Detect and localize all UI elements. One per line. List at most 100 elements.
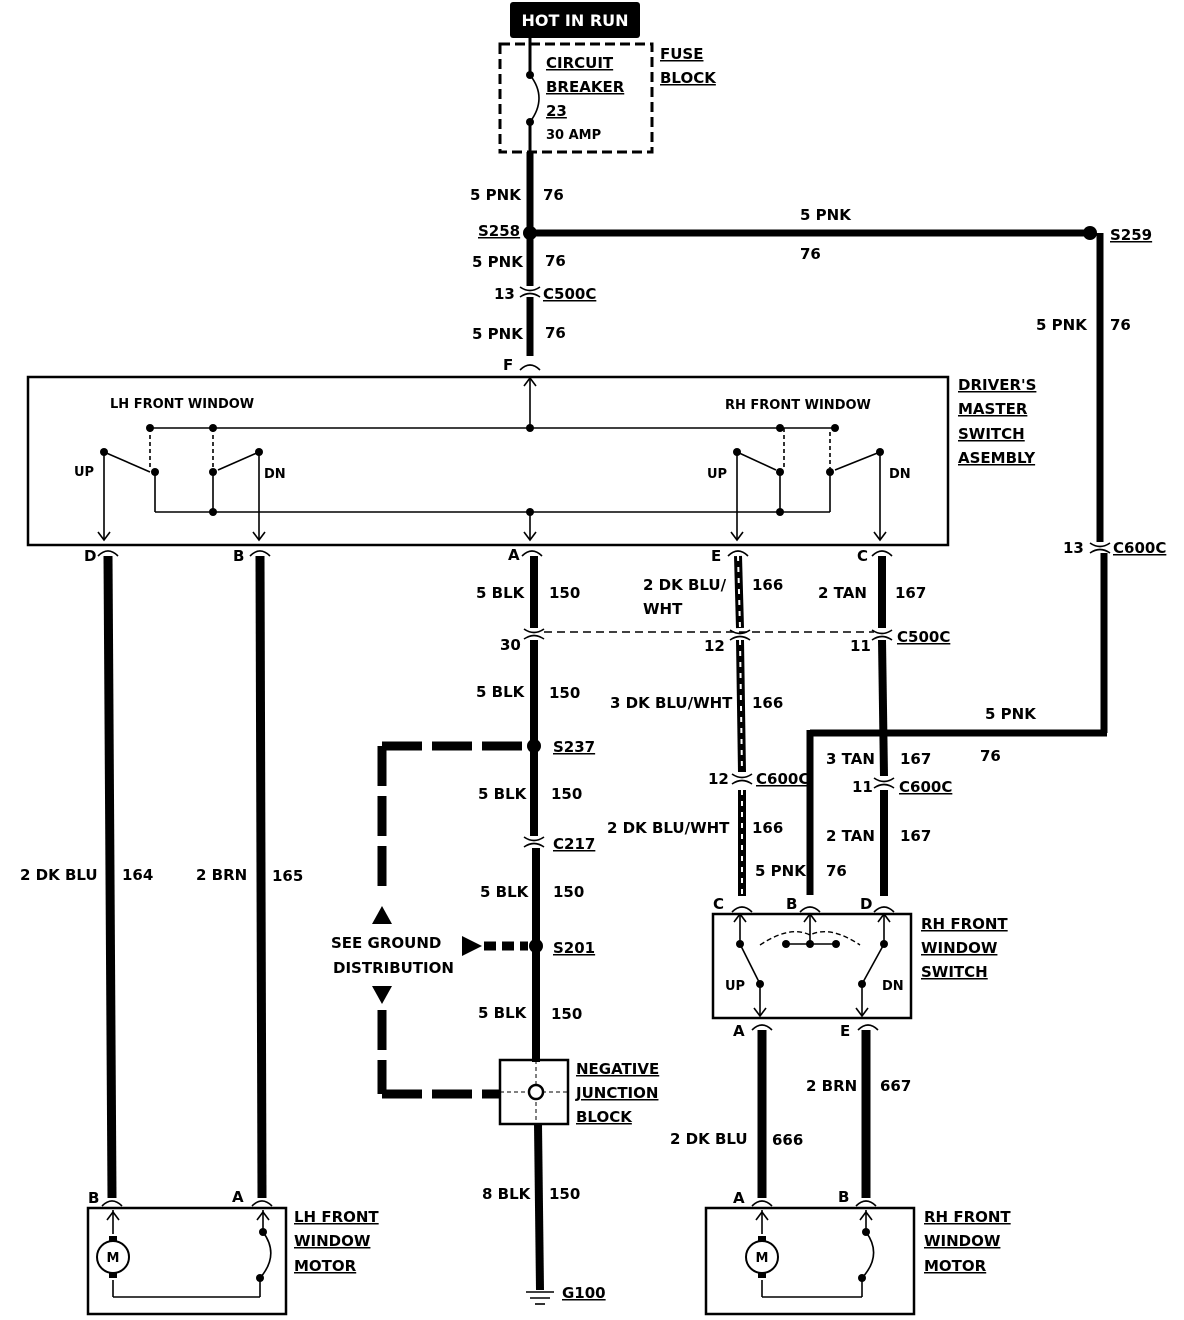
wire-circuit-166-2: 166	[752, 694, 783, 712]
lh-motor-label-2: WINDOW	[294, 1232, 371, 1250]
rh-motor-symbol: M	[756, 1251, 769, 1266]
wire-circuit-667: 667	[880, 1077, 911, 1095]
wire-dk-blu-wht-166	[734, 555, 746, 896]
wire-label-lh-brn: 2 BRN	[196, 866, 247, 884]
rh-motor-icon: M	[745, 1236, 779, 1278]
wire-circuit-76-6: 76	[980, 747, 1001, 765]
hot-in-run-label: HOT IN RUN	[521, 11, 628, 30]
wire-circuit-666: 666	[772, 1131, 803, 1149]
junction-terminal	[527, 1083, 545, 1101]
breaker-rating: 30 AMP	[546, 128, 601, 143]
pin-a-lh-motor: A	[232, 1188, 244, 1206]
ground-distribution-path	[372, 741, 528, 1099]
hot-in-run-badge: HOT IN RUN	[510, 2, 640, 38]
pin-e-rh-switch: E	[840, 1022, 850, 1040]
rh-motor-label-3: MOTOR	[924, 1257, 987, 1275]
master-switch-label-4: ASEMBLY	[958, 449, 1036, 467]
connector-c600c-mid: C600C	[756, 770, 809, 788]
wire-label-pnk-3: 5 PNK	[472, 253, 524, 271]
master-switch-internals	[97, 376, 887, 542]
pin-f: F	[503, 356, 513, 374]
pin-a-rh-switch: A	[733, 1022, 745, 1040]
junction-label-2: JUNCTION	[575, 1084, 658, 1102]
pin-11-c500c: 11	[850, 637, 871, 655]
junction-label-1: NEGATIVE	[576, 1060, 659, 1078]
wire-label-tan-3: 2 TAN	[826, 827, 875, 845]
lh-motor-symbol: M	[107, 1251, 120, 1266]
wire-circuit-167-3: 167	[900, 827, 931, 845]
pin-e-master: E	[711, 547, 721, 565]
circuit-breaker-symbol	[529, 74, 540, 123]
master-switch-label-3: SWITCH	[958, 425, 1025, 443]
wire-circuit-76-5: 76	[1110, 316, 1131, 334]
wire-circuit-150-2: 150	[549, 684, 580, 702]
wire-circuit-150-6: 150	[549, 1185, 580, 1203]
fuse-block-label-2: BLOCK	[660, 69, 717, 87]
drivers-master-switch-box	[26, 375, 950, 547]
pin-a-master: A	[508, 546, 520, 564]
rh-up-label: UP	[707, 467, 727, 482]
wire-label-pnk-6: 5 PNK	[985, 705, 1037, 723]
connector-c500c-right: C500C	[897, 628, 950, 646]
rh-switch-label-1: RH FRONT	[921, 915, 1008, 933]
connector-c600c-pin13-symbol	[1089, 542, 1111, 554]
wire-circuit-165: 165	[272, 867, 303, 885]
connector-c500c-pin13-symbol	[519, 286, 541, 298]
wire-label-blk-5: 5 BLK	[478, 1004, 528, 1022]
lh-motor-label-3: MOTOR	[294, 1257, 357, 1275]
wire-label-blk-2: 5 BLK	[476, 683, 526, 701]
rh-dn-label: DN	[889, 467, 911, 482]
wire-blk-150-ground	[534, 1123, 544, 1291]
pin-13-c600c: 13	[1063, 539, 1084, 557]
wire-label-blk-4: 5 BLK	[480, 883, 530, 901]
pin-12-c500c: 12	[704, 637, 725, 655]
master-switch-label-2: MASTER	[958, 400, 1028, 418]
splice-s259: S259	[1110, 226, 1152, 244]
rh-switch-label-2: WINDOW	[921, 939, 998, 957]
connector-c600c-right2: C600C	[899, 778, 952, 796]
wire-circuit-150-1: 150	[549, 584, 580, 602]
wire-label-tan-2: 3 TAN	[826, 750, 875, 768]
arrow-right-icon	[462, 936, 482, 956]
wire-circuit-167-1: 167	[895, 584, 926, 602]
wire-circuit-76-2: 76	[800, 245, 821, 263]
pin-d-master: D	[84, 547, 96, 565]
pin-b-rh-motor: B	[838, 1188, 849, 1206]
rh-front-window-motor-box	[704, 1206, 916, 1316]
wire-circuit-76-7: 76	[826, 862, 847, 880]
wire-circuit-76-4: 76	[545, 324, 566, 342]
wire-circuit-150-5: 150	[551, 1005, 582, 1023]
wire-circuit-166-1: 166	[752, 576, 783, 594]
splice-s201: S201	[553, 939, 595, 957]
fuse-block-outline	[498, 42, 654, 154]
rh-switch-internals	[733, 912, 891, 1018]
wire-label-dkbluwht-3: 2 DK BLU/WHT	[607, 819, 730, 837]
lh-up-label: UP	[74, 465, 94, 480]
wire-label-pnk-5: 5 PNK	[1036, 316, 1088, 334]
pin-d-rh-switch: D	[860, 895, 872, 913]
rh-switch-dn-label: DN	[882, 979, 904, 994]
ground-g100: G100	[562, 1284, 606, 1302]
lh-motor-internals	[106, 1210, 272, 1298]
pin-b-master: B	[233, 547, 244, 565]
pin-b-lh-motor: B	[88, 1189, 99, 1207]
junction-label-3: BLOCK	[576, 1108, 633, 1126]
wire-circuit-164: 164	[122, 866, 153, 884]
lh-motor-label-1: LH FRONT	[294, 1208, 379, 1226]
wire-label-pnk-2: 5 PNK	[800, 206, 852, 224]
wire-dk-blu-164	[103, 555, 117, 1199]
wire-label-dkbluwht-1a: 2 DK BLU/	[643, 576, 727, 594]
wire-label-tan-1: 2 TAN	[818, 584, 867, 602]
master-switch-label-1: DRIVER'S	[958, 376, 1036, 394]
pin-30: 30	[500, 636, 521, 654]
wire-label-rh-dkblu: 2 DK BLU	[670, 1130, 748, 1148]
wire-label-dkbluwht-1b: WHT	[643, 600, 683, 618]
wire-circuit-76-3: 76	[545, 252, 566, 270]
splice-s237: S237	[553, 738, 595, 756]
wire-label-dkbluwht-2: 3 DK BLU/WHT	[610, 694, 733, 712]
breaker-label-2: BREAKER	[546, 78, 625, 96]
wire-circuit-166-3: 166	[752, 819, 783, 837]
ground-icon	[526, 1291, 554, 1305]
pin-12-c600c: 12	[708, 770, 729, 788]
